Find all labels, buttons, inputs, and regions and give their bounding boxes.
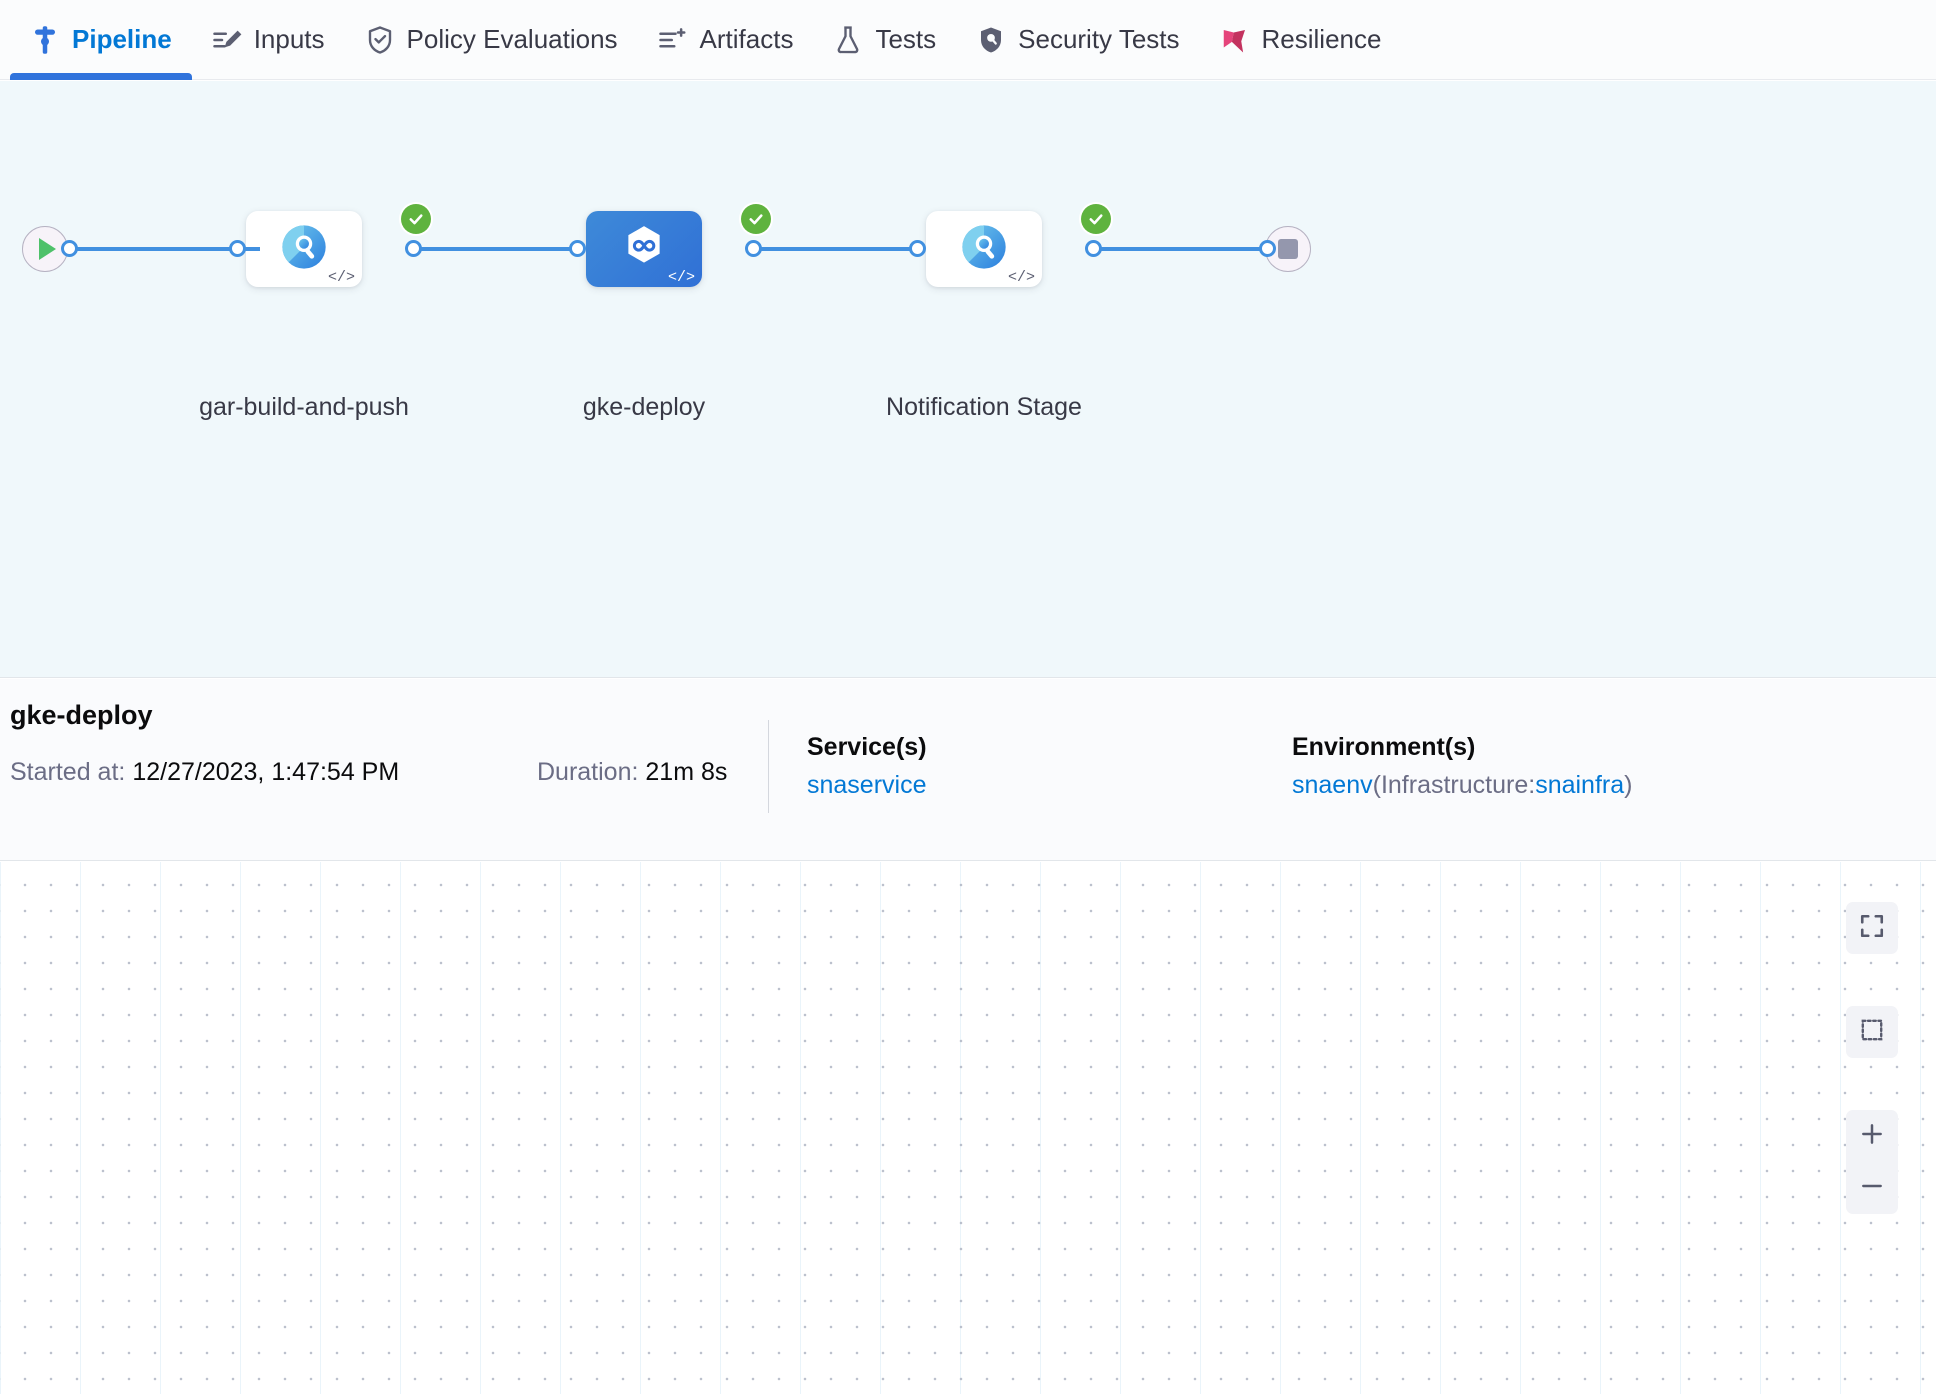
detail-divider <box>768 720 769 813</box>
zoom-in-button[interactable] <box>1846 1110 1898 1162</box>
port <box>229 240 246 257</box>
code-icon[interactable]: </> <box>1007 269 1035 286</box>
port <box>569 240 586 257</box>
stage-detail-panel <box>0 679 1936 861</box>
port <box>909 240 926 257</box>
tab-label: Artifacts <box>699 24 794 54</box>
port <box>745 240 762 257</box>
stage-box[interactable]: </> <box>586 211 702 287</box>
edge-stage3-to-end <box>1092 247 1278 251</box>
environments-header: Environment(s) <box>1292 733 1476 761</box>
zoom-buttons-control[interactable] <box>1846 1110 1898 1214</box>
stage-label: gar-build-and-push <box>199 393 409 421</box>
tab-label: Tests <box>875 24 937 54</box>
duration-label: Duration: <box>537 758 639 786</box>
google-artifact-registry-icon <box>278 221 330 278</box>
environment-link[interactable]: snaenv <box>1292 771 1373 799</box>
infrastructure-label: (Infrastructure: <box>1372 771 1536 799</box>
status-badge-success <box>741 204 771 234</box>
inputs-icon <box>212 25 242 55</box>
pipeline-icon <box>30 25 60 55</box>
fit-to-screen-control[interactable] <box>1846 902 1898 954</box>
select-area-control[interactable] <box>1846 1006 1898 1058</box>
tab-policy-evaluations[interactable]: Policy Evaluations <box>345 0 638 80</box>
port <box>405 240 422 257</box>
execution-graph-canvas[interactable]: </> Service </> Infrastructure <box>0 862 1936 1394</box>
duration-value: 21m 8s <box>645 758 728 786</box>
stage-label: Notification Stage <box>886 393 1082 421</box>
tab-label: Resilience <box>1261 24 1382 54</box>
infrastructure-suffix: ) <box>1624 771 1633 799</box>
infrastructure-link[interactable]: snainfra <box>1535 771 1625 799</box>
select-area-button[interactable] <box>1846 1006 1898 1058</box>
service-link[interactable]: snaservice <box>807 771 927 799</box>
port <box>61 240 78 257</box>
security-shield-icon <box>976 25 1006 55</box>
started-at-label: Started at: <box>10 758 126 786</box>
status-badge-success <box>401 204 431 234</box>
page-title: gke-deploy <box>10 700 153 730</box>
artifacts-icon <box>658 25 688 55</box>
environment-link-group[interactable]: snaenv(Infrastructure:snainfra) <box>1292 771 1632 800</box>
edge-start-to-stage1 <box>60 247 260 251</box>
fullscreen-icon <box>1859 913 1885 944</box>
stage-box[interactable]: </> <box>246 211 362 287</box>
tab-security-tests[interactable]: Security Tests <box>956 0 1199 80</box>
stage-label: gke-deploy <box>582 393 706 421</box>
duration-row: Duration: 21m 8s <box>537 758 727 787</box>
tab-label: Inputs <box>253 24 325 54</box>
services-header: Service(s) <box>807 733 927 761</box>
flask-icon <box>833 25 863 55</box>
tab-label: Security Tests <box>1018 24 1180 54</box>
tab-artifacts[interactable]: Artifacts <box>638 0 814 80</box>
status-badge-success <box>1081 204 1111 234</box>
pipeline-start-node[interactable] <box>22 226 68 272</box>
stop-icon <box>1278 239 1298 259</box>
google-artifact-registry-icon <box>958 221 1010 278</box>
tab-pipeline[interactable]: Pipeline <box>10 0 192 80</box>
minus-icon <box>1859 1173 1885 1204</box>
tab-bar: Pipeline Inputs Policy Evaluations Artif… <box>0 0 1936 80</box>
code-icon[interactable]: </> <box>327 269 355 286</box>
code-icon[interactable]: </> <box>667 269 695 286</box>
stage-box[interactable]: </> <box>926 211 1042 287</box>
policy-shield-icon <box>365 25 395 55</box>
edge-stage1-to-stage2 <box>412 247 584 251</box>
dashed-square-icon <box>1859 1017 1885 1048</box>
tab-tests[interactable]: Tests <box>813 0 956 80</box>
grid-background <box>0 862 1936 1394</box>
zoom-out-button[interactable] <box>1846 1162 1898 1214</box>
fit-to-screen-button[interactable] <box>1846 902 1898 954</box>
tab-inputs[interactable]: Inputs <box>192 0 345 80</box>
pipeline-graph-canvas[interactable]: </> gar-build-and-push </> gk <box>0 81 1936 678</box>
harness-deploy-icon <box>619 222 669 277</box>
port <box>1259 240 1276 257</box>
port <box>1085 240 1102 257</box>
started-at-row: Started at: 12/27/2023, 1:47:54 PM <box>10 758 399 787</box>
resilience-icon <box>1220 25 1250 55</box>
edge-stage2-to-stage3 <box>752 247 924 251</box>
play-icon <box>39 238 56 260</box>
tab-label: Pipeline <box>72 24 172 54</box>
tab-label: Policy Evaluations <box>406 24 618 54</box>
plus-icon <box>1859 1121 1885 1152</box>
started-at-value: 12/27/2023, 1:47:54 PM <box>132 758 400 786</box>
tab-resilience[interactable]: Resilience <box>1200 0 1402 80</box>
